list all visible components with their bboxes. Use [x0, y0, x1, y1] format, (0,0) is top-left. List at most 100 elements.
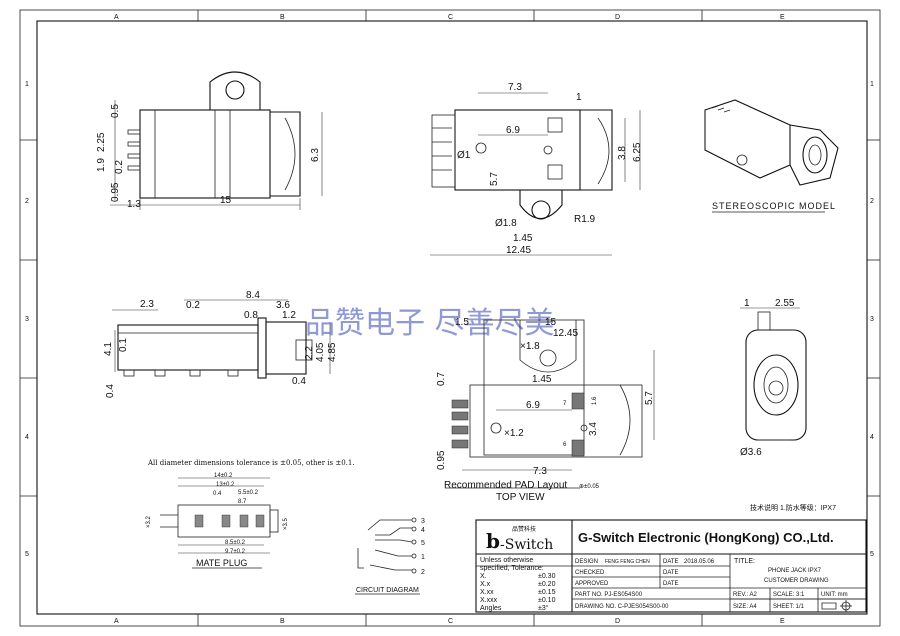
revision: REV.: A2 [733, 592, 757, 598]
design-value: FENG FENG CHEN [605, 559, 650, 565]
dim-pad-3-4: 3.4 [588, 422, 599, 436]
row-5-left: 5 [25, 551, 29, 558]
dim-side-4-05: 4.05 [315, 342, 326, 362]
dim-plug-0-4: 0.4 [213, 491, 222, 497]
dim-pad-5-7: 5.7 [644, 391, 655, 405]
circuit-diagram-label: CIRCUIT DIAGRAM [356, 587, 419, 594]
circuit-pin-5: 5 [421, 540, 425, 547]
pad-layout-label: Recommended PAD Layout [444, 480, 567, 491]
dim-plug-dia3-5: ×3.5 [283, 517, 289, 530]
row-5-right: 5 [870, 551, 874, 558]
tol-val-0: ±0.30 [538, 573, 556, 580]
date-label-2: DATE [663, 570, 679, 576]
dim-pad-pin6: 6 [563, 442, 567, 448]
tolerance-heading-1: Unless otherwise [480, 557, 533, 564]
dim-side-2-3: 2.3 [140, 299, 154, 310]
logo-english: -Switch [500, 537, 553, 553]
dim-pad-dia1-2: ×1.2 [504, 428, 524, 439]
row-1-right: 1 [870, 81, 874, 88]
pad-layout-tolerance: ⊕±0.05 [579, 484, 600, 490]
dim-pad-15: 15 [545, 317, 557, 328]
dim-top-1: 1 [576, 92, 582, 103]
dim-front-1-3: 1.3 [127, 199, 141, 210]
dim-top-3-8: 3.8 [617, 146, 628, 160]
dim-side-0-2: 0.2 [186, 300, 200, 311]
dim-rear-2-55: 2.55 [775, 298, 795, 309]
tolerance-heading-2: specified, Tolerance: [480, 565, 544, 572]
dim-pad-6-9: 6.9 [526, 400, 540, 411]
paper-size: SIZE: A4 [733, 604, 757, 610]
col-d-bottom: D [615, 618, 620, 625]
tolerance-note: All diameter dimensions tolerance is ±0.… [147, 459, 355, 467]
mate-plug [160, 477, 279, 569]
dim-side-0-4b: 0.4 [105, 384, 116, 398]
circuit-pin-1: 1 [421, 554, 425, 561]
stereoscopic-label: STEREOSCOPIC MODEL [712, 201, 836, 211]
col-c-top: C [448, 14, 453, 21]
title-block: b [475, 519, 867, 613]
inner-border [36, 20, 868, 615]
dim-top-5-7: 5.7 [489, 172, 500, 186]
front-view [110, 71, 323, 210]
sheet-count: SHEET: 1/1 [773, 604, 805, 610]
approved-label: APPROVED [575, 581, 609, 587]
unit: UNIT: mm [821, 592, 848, 598]
tol-val-4: ±3° [538, 604, 549, 612]
title-label: TITLE: [734, 558, 755, 565]
dim-pad-7-3: 7.3 [533, 466, 547, 477]
dim-front-2-25: 2.25 [96, 132, 107, 152]
dim-pad-1-5: 1.5 [455, 317, 469, 328]
dim-side-2-2: 2.2 [304, 346, 315, 360]
tol-key-0: X. [480, 573, 487, 580]
dim-side-0-1: 0.1 [118, 338, 129, 352]
col-b-top: B [280, 14, 285, 21]
tol-val-1: ±0.20 [538, 581, 556, 588]
outer-border [19, 9, 881, 627]
circuit-pin-2: 2 [421, 569, 425, 576]
stereoscopic-model [704, 99, 839, 213]
col-e-bottom: E [780, 618, 785, 625]
dim-plug-8-5: 8.5±0.2 [225, 540, 246, 546]
tol-val-3: ±0.10 [538, 597, 556, 604]
dim-front-0-95: 0.95 [110, 182, 121, 202]
dim-side-1-2: 1.2 [282, 310, 296, 321]
dim-pad-pin7: 7 [563, 401, 567, 407]
dim-plug-dia3-2: ×3.2 [146, 515, 152, 528]
row-4-right: 4 [870, 434, 874, 441]
logo-mark: b [486, 529, 500, 553]
date-value: 2018.05.06 [684, 559, 715, 565]
col-c-bottom: C [448, 618, 453, 625]
dim-top-6-9: 6.9 [506, 125, 520, 136]
dim-top-1-45: 1.45 [513, 233, 533, 244]
circuit-diagram [355, 517, 420, 595]
tol-key-3: X.xxx [480, 597, 498, 604]
tol-key-4: Angles [480, 605, 502, 612]
dim-pad-0-7: 0.7 [436, 372, 447, 386]
side-view [112, 299, 331, 379]
col-b-bottom: B [280, 618, 285, 625]
row-markers: 1 2 3 4 5 1 2 3 4 5 [20, 81, 880, 558]
dim-top-r1-9: R1.9 [574, 214, 596, 225]
date-label-1: DATE [663, 559, 679, 565]
pad-layout [445, 319, 655, 489]
dim-front-6-3: 6.3 [310, 148, 321, 162]
dim-pad-dia1-8: ×1.8 [520, 341, 540, 352]
drawing-number: DRAWING NO. C-PJES054S00-00 [575, 604, 669, 610]
dim-plug-14: 14±0.2 [214, 473, 233, 479]
dim-pad-1-45: 1.45 [532, 374, 552, 385]
dim-side-4-1: 4.1 [103, 342, 114, 356]
dim-pad-12-45: 12.45 [553, 328, 578, 339]
row-3-right: 3 [870, 316, 874, 323]
dim-plug-9-7: 9.7±0.2 [225, 549, 246, 555]
title-line-2: CUSTOMER DRAWING [764, 578, 829, 584]
row-2-left: 2 [25, 198, 29, 205]
dim-top-6-25: 6.25 [632, 142, 643, 162]
dim-top-7-3: 7.3 [508, 82, 522, 93]
col-d-top: D [615, 14, 620, 21]
scale: SCALE: 3:1 [773, 592, 805, 598]
checked-label: CHECKED [575, 570, 605, 576]
part-number: PART NO. PJ-ES054S00 [575, 592, 643, 598]
design-label: DESIGN [575, 559, 598, 565]
dim-front-0-2: 0.2 [114, 160, 125, 174]
